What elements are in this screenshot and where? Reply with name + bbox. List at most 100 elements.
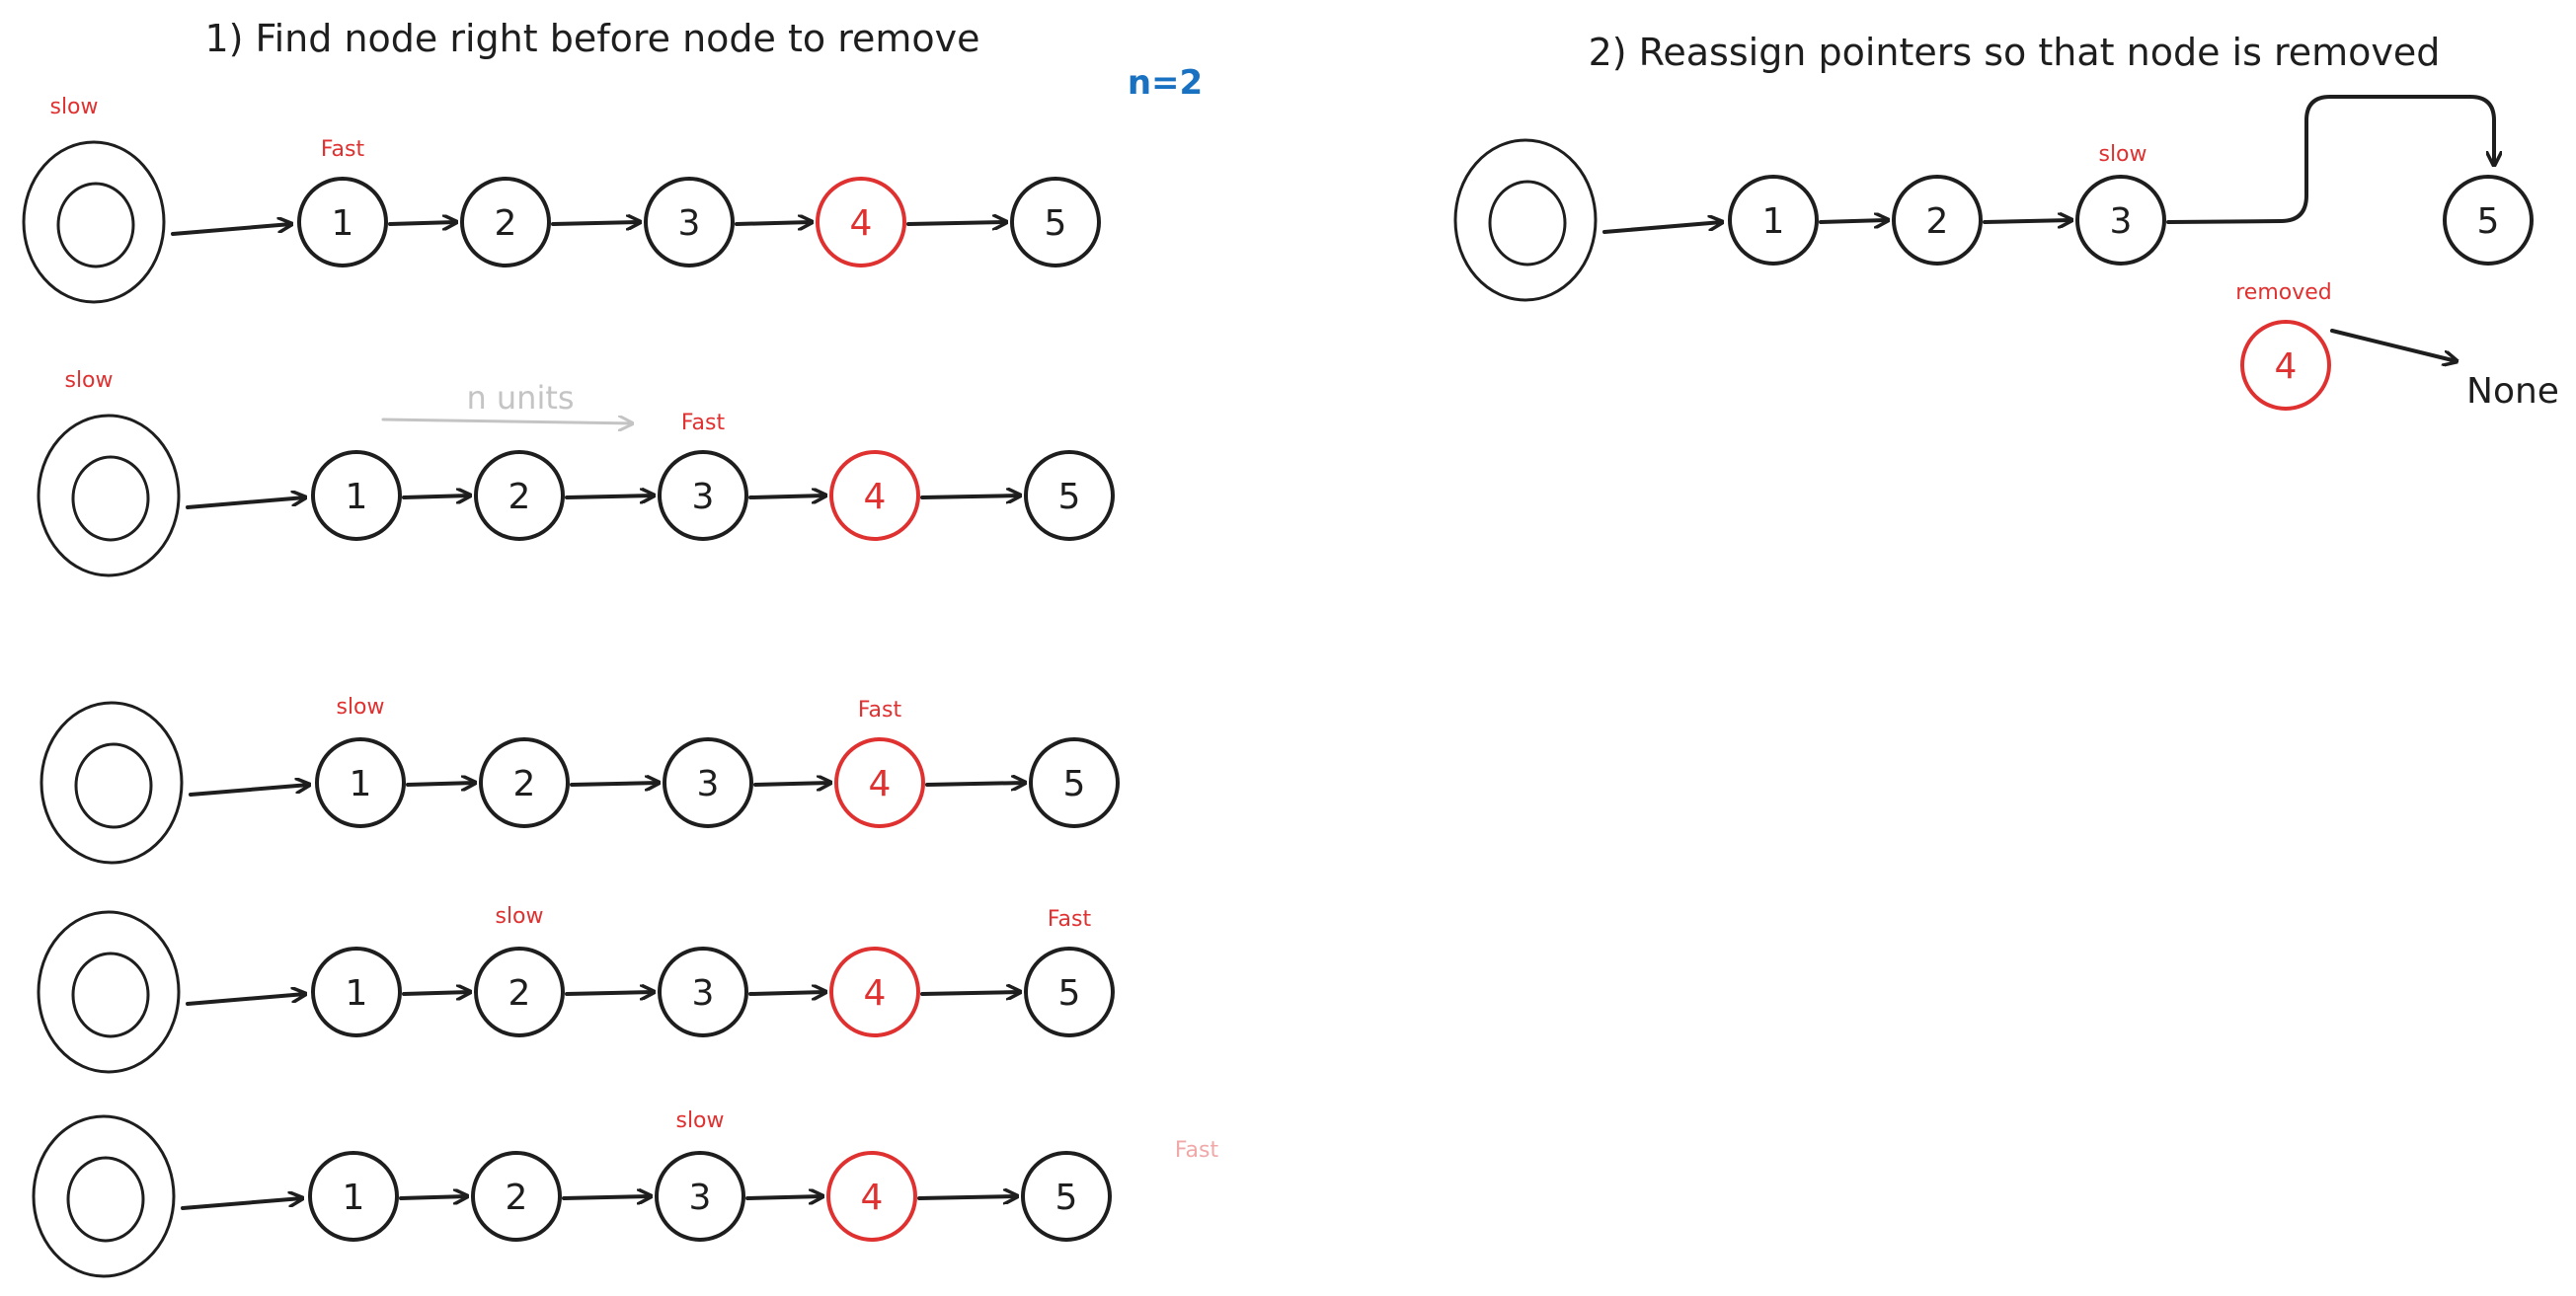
slow-pointer-label: slow [2098,142,2147,167]
node-circle [829,450,920,541]
head-sentinel [37,414,181,577]
node-value: 2 [508,973,531,1014]
arrow-node-2-to-next [1983,220,2071,222]
node-circle [479,737,570,828]
node-circle [1021,1151,1112,1242]
node-circle [1024,450,1115,541]
node-4: 4 [834,737,925,828]
arrow-node-3-to-next [748,496,825,497]
node-circle [460,177,551,267]
arrow-node-2-to-next [565,496,654,497]
head-outer-ring [37,910,181,1074]
node-circle [655,1151,745,1242]
head-inner-ring [74,742,153,829]
node-value: 4 [850,203,873,244]
node-2: 2 [1892,175,1983,266]
node-value: 5 [1063,764,1086,804]
arrow-node-1-to-next [406,783,475,785]
fast-pointer-label: Fast [858,698,902,723]
removed-label: removed [2235,280,2332,305]
node-circle [474,947,565,1037]
node-value: 4 [864,973,887,1014]
node-value: 5 [1055,1178,1078,1218]
node-value: 3 [692,973,715,1014]
arrow-head-to-node-1 [181,1198,302,1210]
node-circle [1010,177,1101,267]
arrow-node-1-to-next [402,496,470,497]
node-2: 2 [460,177,551,267]
arrow-node-2-to-next [562,1196,651,1198]
node-5: 5 [1010,177,1101,267]
node-5: 5 [1021,1151,1112,1242]
node-value: 3 [689,1178,712,1218]
node-5: 5 [1029,737,1120,828]
node-5: 5 [2443,175,2534,266]
arrow-node-3-to-next [745,1196,822,1198]
node-value: 4 [869,764,892,804]
node-value: 3 [692,477,715,517]
node-circle [834,737,925,828]
node-3: 3 [658,947,748,1037]
node-value: 5 [1058,477,1081,517]
node-3: 3 [2075,175,2166,266]
node-value: 1 [332,203,354,244]
arrow-head-to-node-1 [186,497,305,509]
slow-pointer-label: slow [675,1108,724,1133]
fast-pointer-label: Fast [1048,907,1092,932]
fast-pointer-label: Fast [681,411,726,435]
head-outer-ring [37,414,181,577]
head-inner-ring [1488,180,1567,267]
node-3: 3 [663,737,753,828]
node-value: 5 [1045,203,1067,244]
head-sentinel [39,701,184,865]
node-circle [658,947,748,1037]
node-value: 3 [697,764,720,804]
node-circle [826,1151,917,1242]
arrow-node-4-to-next [920,496,1020,497]
arrow-head-to-node-1 [171,224,291,236]
fast-pointer-label: Fast [321,137,365,162]
arrow-node-2-to-next [551,222,640,224]
arrow-node-2-to-next [565,992,654,994]
n-units-label: n units [466,379,574,417]
head-inner-ring [66,1156,145,1243]
head-sentinel [37,910,181,1074]
node-3: 3 [644,177,735,267]
node-3: 3 [658,450,748,541]
node-value: 2 [495,203,517,244]
node-5: 5 [1024,450,1115,541]
node-circle [1024,947,1115,1037]
arrow-removed-to-none [2330,329,2457,361]
arrow-head-to-node-1 [189,785,309,797]
head-inner-ring [71,952,150,1038]
node-value: 2 [506,1178,528,1218]
node-circle [2240,320,2331,411]
node-circle [2443,175,2534,266]
node-2: 2 [479,737,570,828]
arrow-node-1-to-next [1819,220,1888,222]
node-1: 1 [311,450,402,541]
node-circle [311,450,402,541]
arrow-head-to-node-1 [1602,222,1722,234]
arrow-node-2-to-next [570,783,659,785]
arrow-node-1-to-next [388,222,456,224]
node-value: 4 [861,1178,884,1218]
head-outer-ring [1453,138,1598,302]
arrow-node-4-to-next [906,222,1006,224]
node-circle [663,737,753,828]
node-1: 1 [308,1151,399,1242]
node-circle [816,177,906,267]
slow-pointer-label: slow [336,695,384,720]
head-inner-ring [56,182,135,268]
node-value: 1 [343,1178,365,1218]
node-circle [644,177,735,267]
arrow-node-3-to-next [753,783,830,785]
head-sentinel [32,1114,176,1278]
none-label: None [2466,371,2559,412]
